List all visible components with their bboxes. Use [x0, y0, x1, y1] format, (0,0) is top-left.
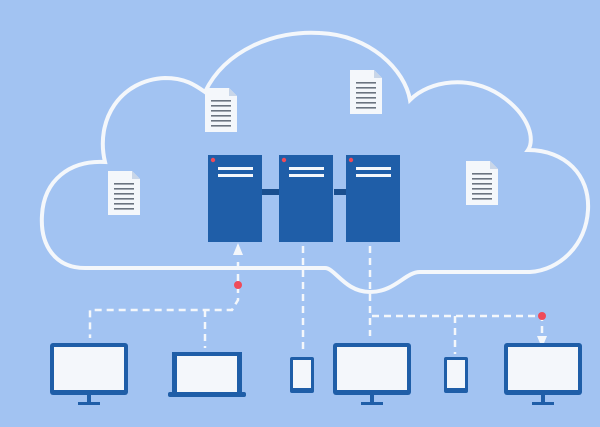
- document-line: [472, 193, 492, 195]
- document-line: [472, 198, 492, 200]
- server-connector: [334, 189, 347, 195]
- document-line: [356, 82, 376, 84]
- server-slot: [356, 174, 391, 177]
- red-node-dot: [234, 281, 242, 289]
- phone-screen: [447, 360, 465, 388]
- document-line: [114, 183, 134, 185]
- monitor-screen: [54, 347, 124, 390]
- document-line: [356, 97, 376, 99]
- document-line: [472, 173, 492, 175]
- document-icon: [108, 171, 140, 215]
- document-icon: [205, 88, 237, 132]
- document-line: [356, 102, 376, 104]
- monitor-base: [361, 402, 383, 405]
- red-node-dot: [538, 312, 546, 320]
- document-line: [211, 125, 231, 127]
- server-slot: [289, 174, 324, 177]
- arrow-down-icon: [537, 336, 547, 348]
- server-icon: [279, 155, 333, 242]
- document-line: [114, 193, 134, 195]
- document-line: [211, 100, 231, 102]
- cloud-icon: [39, 30, 591, 295]
- document-line: [472, 188, 492, 190]
- arrow-up-icon: [233, 243, 243, 255]
- document-line: [356, 107, 376, 109]
- server-icon: [208, 155, 262, 242]
- monitor-screen: [508, 347, 578, 390]
- document-line: [211, 120, 231, 122]
- network-lines: [88, 246, 544, 354]
- monitor-neck: [87, 395, 91, 403]
- server-status-led: [210, 157, 216, 163]
- document-fold: [229, 88, 237, 96]
- document-line: [114, 203, 134, 205]
- monitor-screen: [337, 347, 407, 390]
- document-fold: [490, 161, 498, 169]
- document-line: [211, 110, 231, 112]
- document-line: [114, 208, 134, 210]
- server-slot: [289, 167, 324, 170]
- monitor-base: [78, 402, 100, 405]
- laptop-icon: [168, 352, 246, 397]
- monitor-icon: [504, 343, 582, 405]
- document-line: [114, 198, 134, 200]
- server-slot: [356, 167, 391, 170]
- monitor-neck: [370, 395, 374, 403]
- document-line: [211, 115, 231, 117]
- monitor-icon: [50, 343, 128, 405]
- phone-icon: [290, 357, 314, 393]
- document-line: [356, 87, 376, 89]
- server-icon: [346, 155, 400, 242]
- server-connector: [262, 189, 280, 195]
- document-line: [356, 92, 376, 94]
- document-fold: [132, 171, 140, 179]
- phone-screen: [293, 360, 311, 388]
- server-slot: [218, 174, 253, 177]
- monitor-base: [532, 402, 554, 405]
- server-slot: [218, 167, 253, 170]
- server-status-led: [281, 157, 287, 163]
- phone-icon: [444, 357, 468, 393]
- monitor-icon: [333, 343, 411, 405]
- document-icon: [350, 70, 382, 114]
- document-fold: [374, 70, 382, 78]
- document-line: [472, 183, 492, 185]
- document-line: [211, 105, 231, 107]
- document-icon: [108, 70, 498, 215]
- document-line: [114, 188, 134, 190]
- server-status-led: [348, 157, 354, 163]
- laptop-screen: [177, 356, 237, 392]
- laptop-base: [168, 392, 246, 397]
- monitor-neck: [541, 395, 545, 403]
- document-icon: [466, 161, 498, 205]
- document-line: [472, 178, 492, 180]
